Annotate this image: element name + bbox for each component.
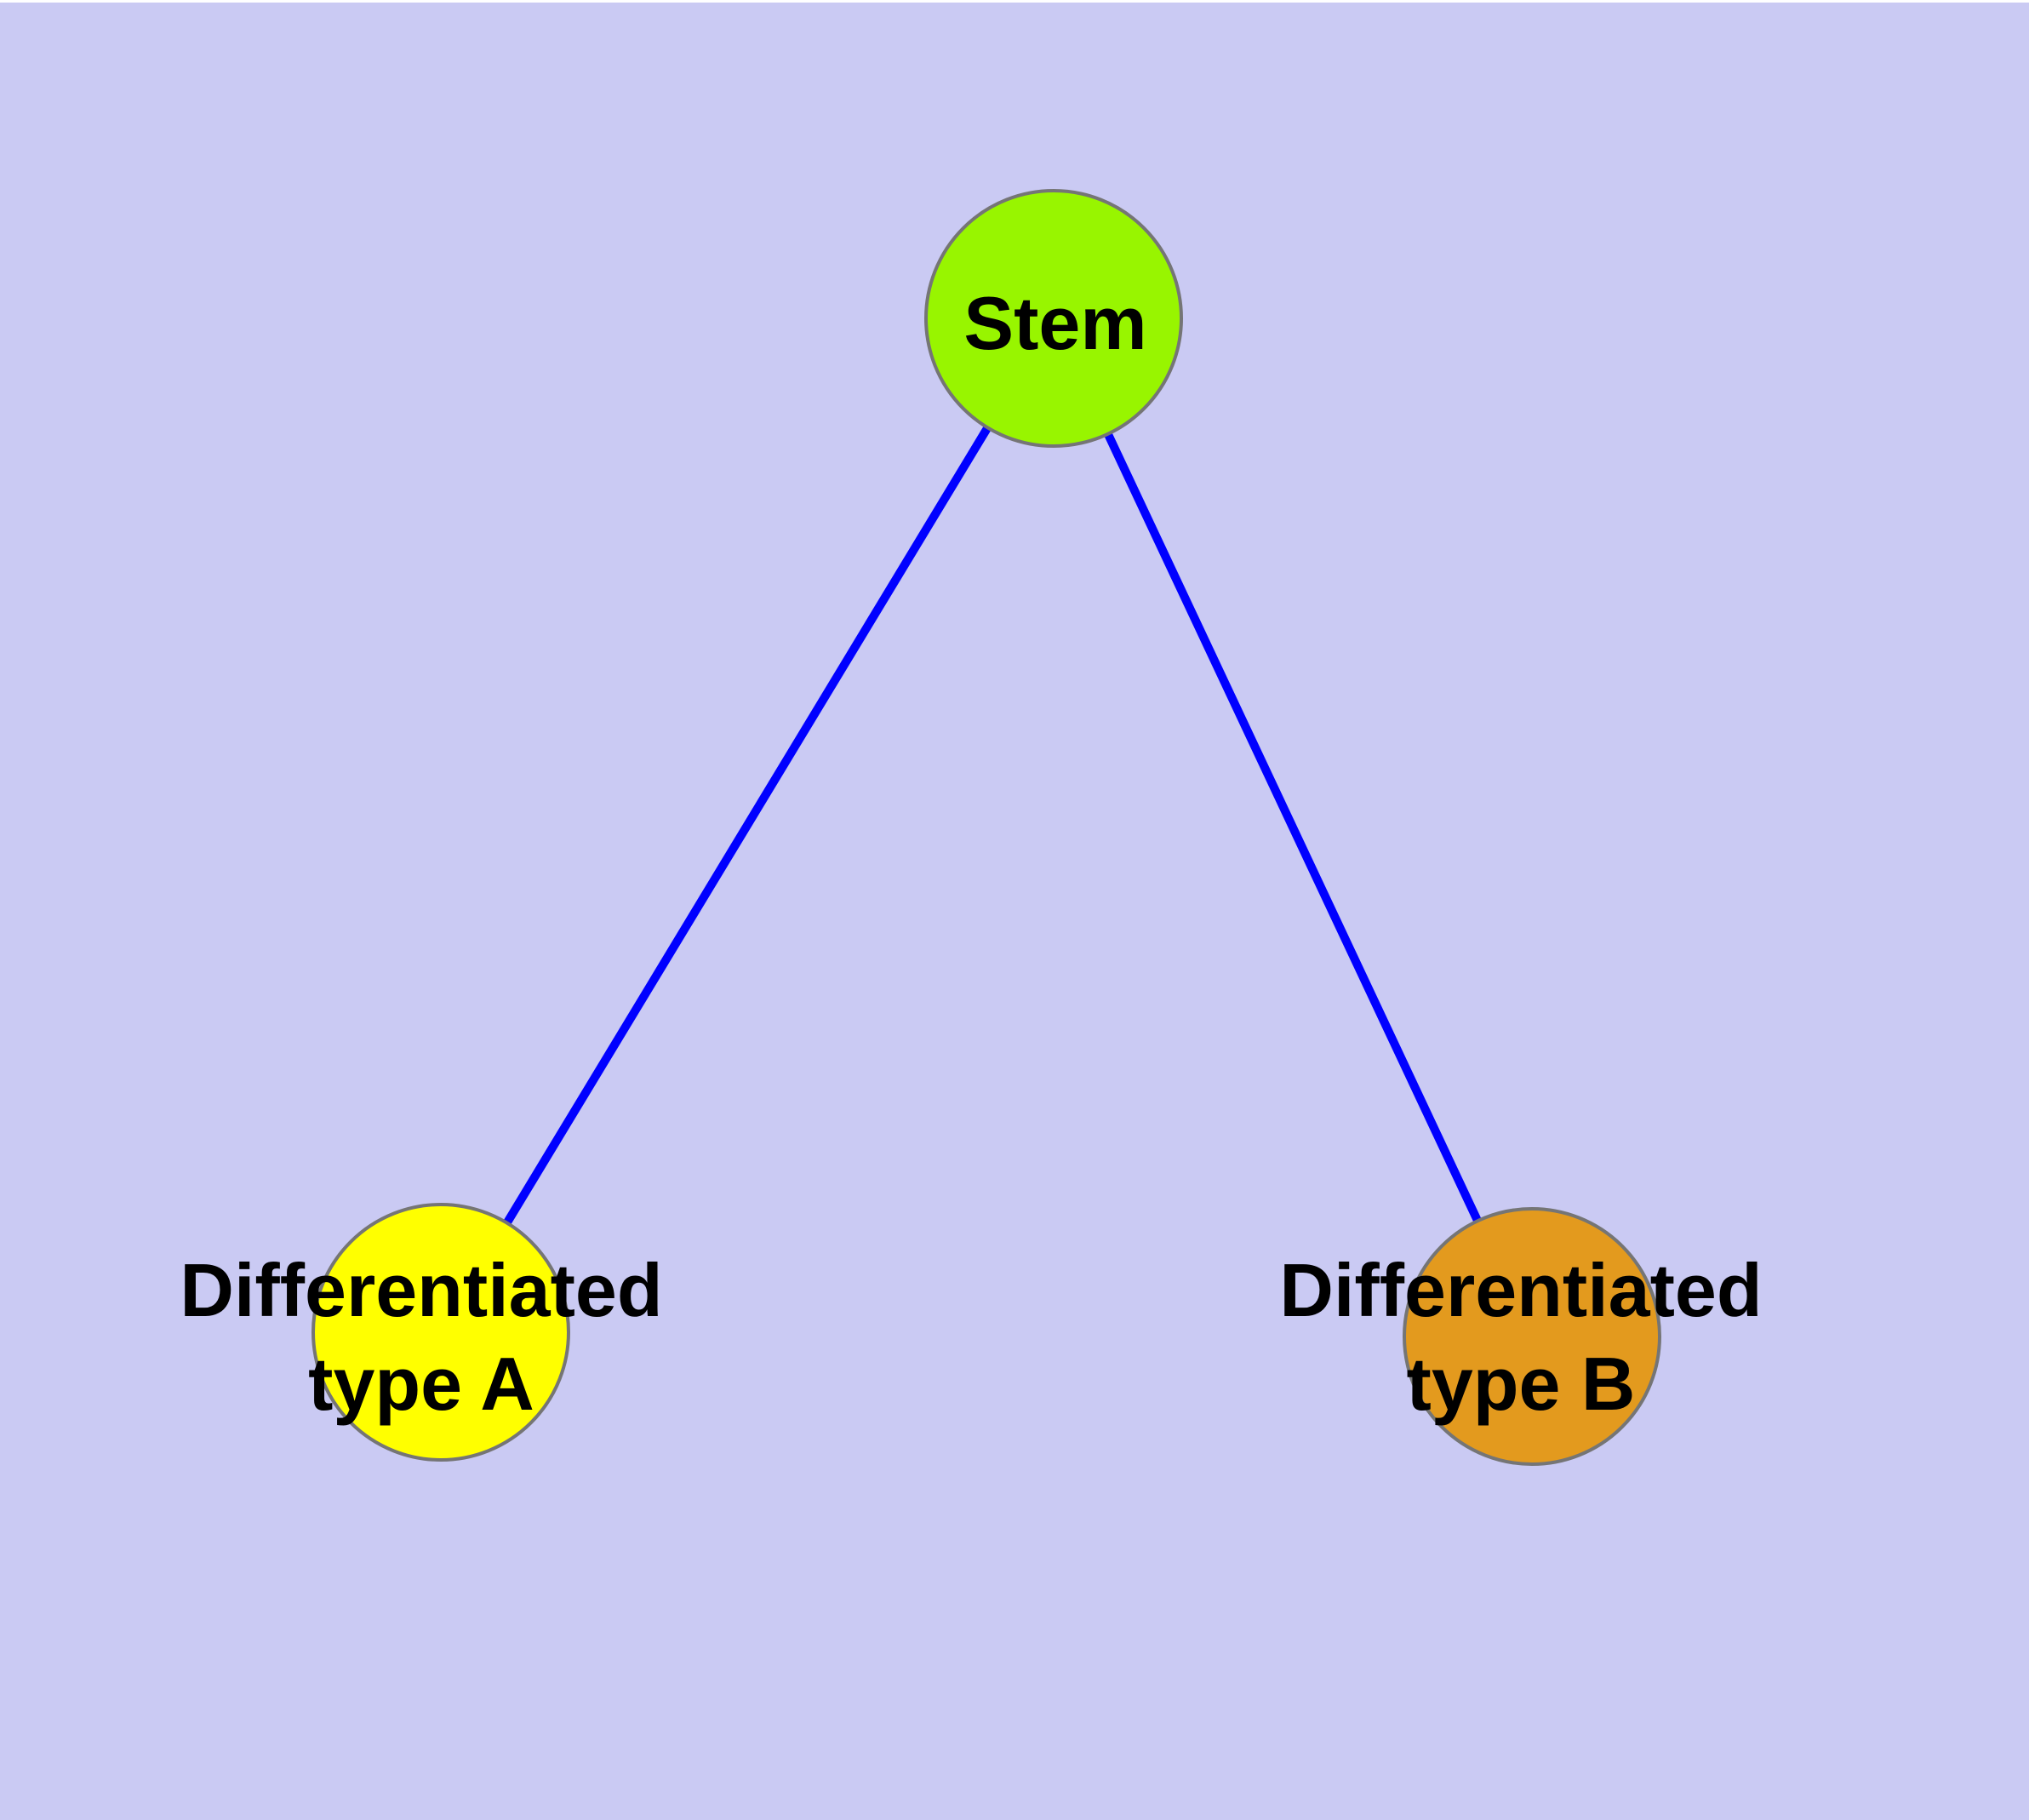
node-differentiated-type-b <box>1403 1207 1661 1466</box>
edge-stem-to-differentiated-type-b <box>1049 316 1536 1339</box>
edge-stem-to-differentiated-type-a <box>437 316 1058 1335</box>
node-differentiated-type-a <box>311 1203 570 1462</box>
node-differentiated-type-b-label-line2: type B <box>1407 1342 1636 1426</box>
node-stem-label: Stem <box>963 281 1146 365</box>
node-stem <box>924 189 1183 448</box>
node-differentiated-type-b-label-line1: Differentiated <box>1279 1248 1762 1332</box>
node-differentiated-type-a-label-line1: Differentiated <box>180 1248 662 1332</box>
node-differentiated-type-a-label-line2: type A <box>308 1342 534 1426</box>
